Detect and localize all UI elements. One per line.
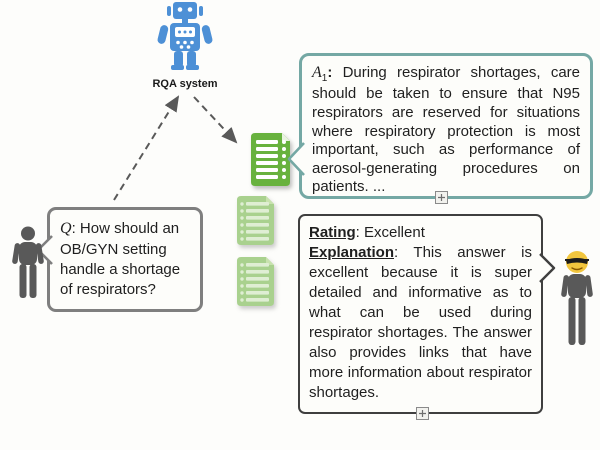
document-list-icon-faded: [237, 257, 274, 306]
rqa-system: RQA system: [140, 0, 230, 90]
bubble-tail: [539, 253, 556, 283]
person-sunglasses-icon: [561, 251, 593, 345]
answer-label-colon: :: [327, 64, 333, 81]
answer-text: During respirator shortages, care should…: [312, 64, 580, 196]
answer-bubble: A1: During respirator shortages, care sh…: [287, 53, 593, 204]
rating-value: : Excellent: [355, 224, 425, 241]
expand-handle-icon: [435, 191, 448, 204]
rating-label: Rating: [309, 224, 356, 241]
plus-icon: [419, 410, 426, 417]
rqa-system-label: RQA system: [152, 78, 218, 90]
question-bubble: Q: How should an OB/GYN setting handle a…: [36, 207, 203, 312]
explanation-block: Explanation: This answer is excellent be…: [309, 243, 532, 403]
explanation-label: Explanation: [309, 243, 395, 261]
question-text: : How should an OB/GYN setting handle a …: [60, 220, 181, 299]
answer-label-sub: 1: [321, 73, 328, 84]
question-label: Q: [60, 220, 72, 237]
rating-line: Rating: Excellent: [309, 223, 532, 243]
arrow-question-to-robot: [113, 95, 180, 201]
plus-icon: [438, 194, 445, 201]
person-icon: [12, 226, 44, 298]
document-list-icon-faded: [237, 196, 274, 245]
document-list-icon: [251, 133, 290, 186]
answer-label: A: [312, 64, 322, 81]
explanation-text: : This answer is excellent because it is…: [309, 243, 532, 401]
arrow-robot-to-documents: [193, 96, 238, 144]
expand-handle-icon: [416, 407, 429, 420]
rating-bubble: Rating: Excellent Explanation: This answ…: [298, 214, 556, 420]
bubble-tail: [287, 142, 305, 176]
robot-icon: [157, 2, 213, 70]
